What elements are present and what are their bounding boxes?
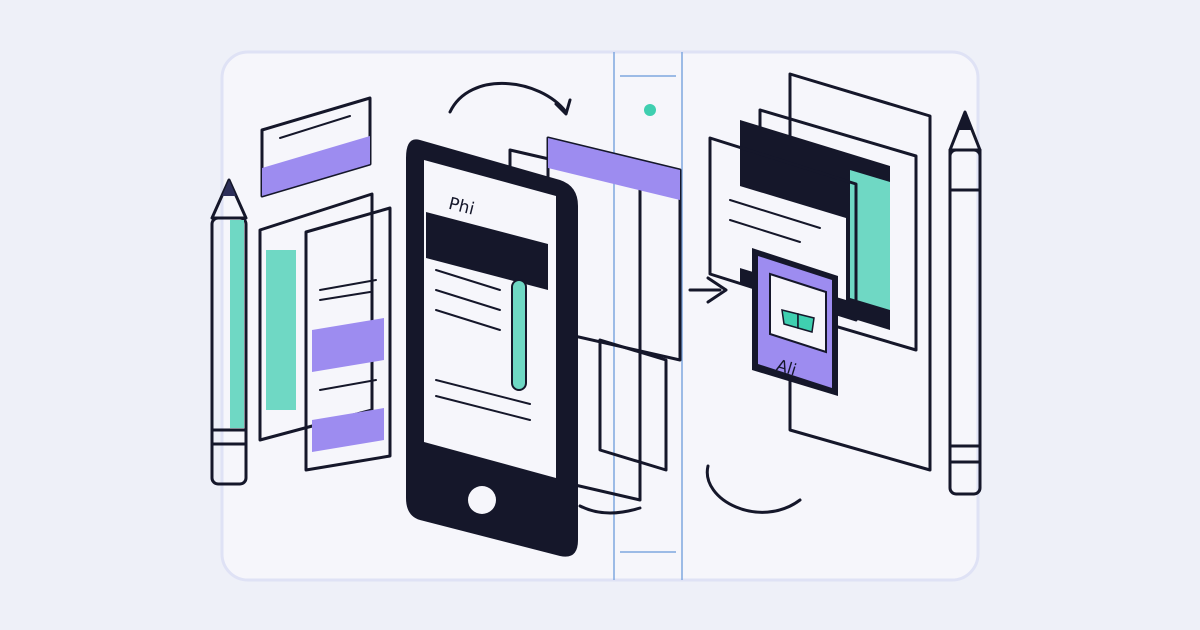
card-label: Ali <box>774 355 799 379</box>
ali-card: Ali <box>752 248 838 396</box>
left-card-stack <box>258 96 392 472</box>
arrow-right-icon <box>688 276 728 304</box>
arrow-head-icon <box>554 98 572 116</box>
arrow-icon <box>705 464 802 514</box>
pencil-icon <box>210 178 248 486</box>
pencil-icon <box>948 110 982 496</box>
center-divider <box>613 52 683 580</box>
phone-icon: Phi <box>406 139 578 557</box>
arrow-icon <box>578 504 642 515</box>
arrow-icon <box>448 81 568 114</box>
leaf-book-icon <box>781 309 815 333</box>
home-button-icon <box>468 486 496 514</box>
